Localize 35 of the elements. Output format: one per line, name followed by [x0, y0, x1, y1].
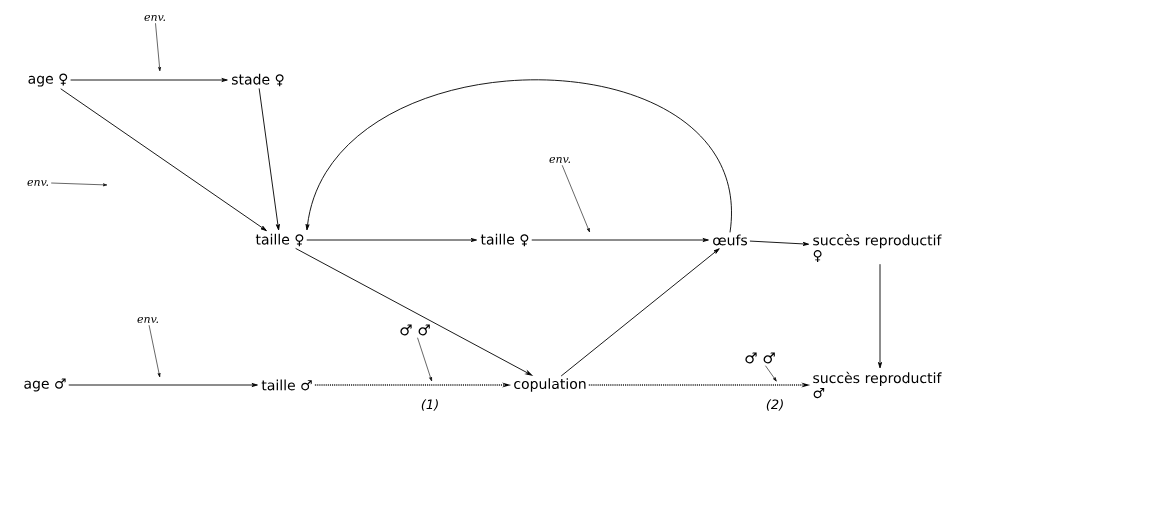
node-label: taille ♂ — [261, 379, 312, 391]
env-label: env. — [144, 15, 165, 21]
arrow — [148, 324, 161, 378]
env-label: env. — [27, 180, 48, 186]
symbol-label: ♂ ♂ — [745, 352, 775, 364]
symbol-label: ♂ ♂ — [400, 324, 430, 336]
arrow — [155, 22, 161, 72]
node-label: copulation — [514, 378, 586, 392]
arrow — [531, 238, 709, 242]
env-label: env. — [137, 317, 158, 323]
arrow — [306, 238, 478, 242]
arrow — [560, 248, 720, 377]
node-label: succès reproductif ♀ — [813, 234, 942, 262]
node-label: age ♂ — [24, 378, 66, 392]
node-label: taille ♀ — [255, 233, 304, 247]
arrow — [258, 87, 280, 231]
arrow — [878, 263, 882, 369]
edge-label: (2) — [764, 398, 786, 412]
env-label: env. — [549, 157, 570, 163]
node-label: taille ♀ — [480, 233, 529, 247]
node-label: succès reproductif ♂ — [813, 371, 942, 399]
arrow — [50, 182, 108, 187]
arrow — [295, 247, 533, 376]
arrow — [749, 240, 810, 246]
node-label: age ♀ — [28, 73, 68, 87]
edge-label: (1) — [419, 398, 441, 412]
arrow — [68, 383, 258, 387]
arrow — [60, 88, 267, 232]
arrow — [70, 78, 228, 82]
arrow — [765, 365, 777, 382]
arrow — [417, 337, 432, 382]
node-label: stade ♀ — [232, 73, 284, 87]
arrow — [561, 164, 590, 233]
node-label: œufs — [713, 234, 748, 246]
arrow — [305, 79, 731, 233]
